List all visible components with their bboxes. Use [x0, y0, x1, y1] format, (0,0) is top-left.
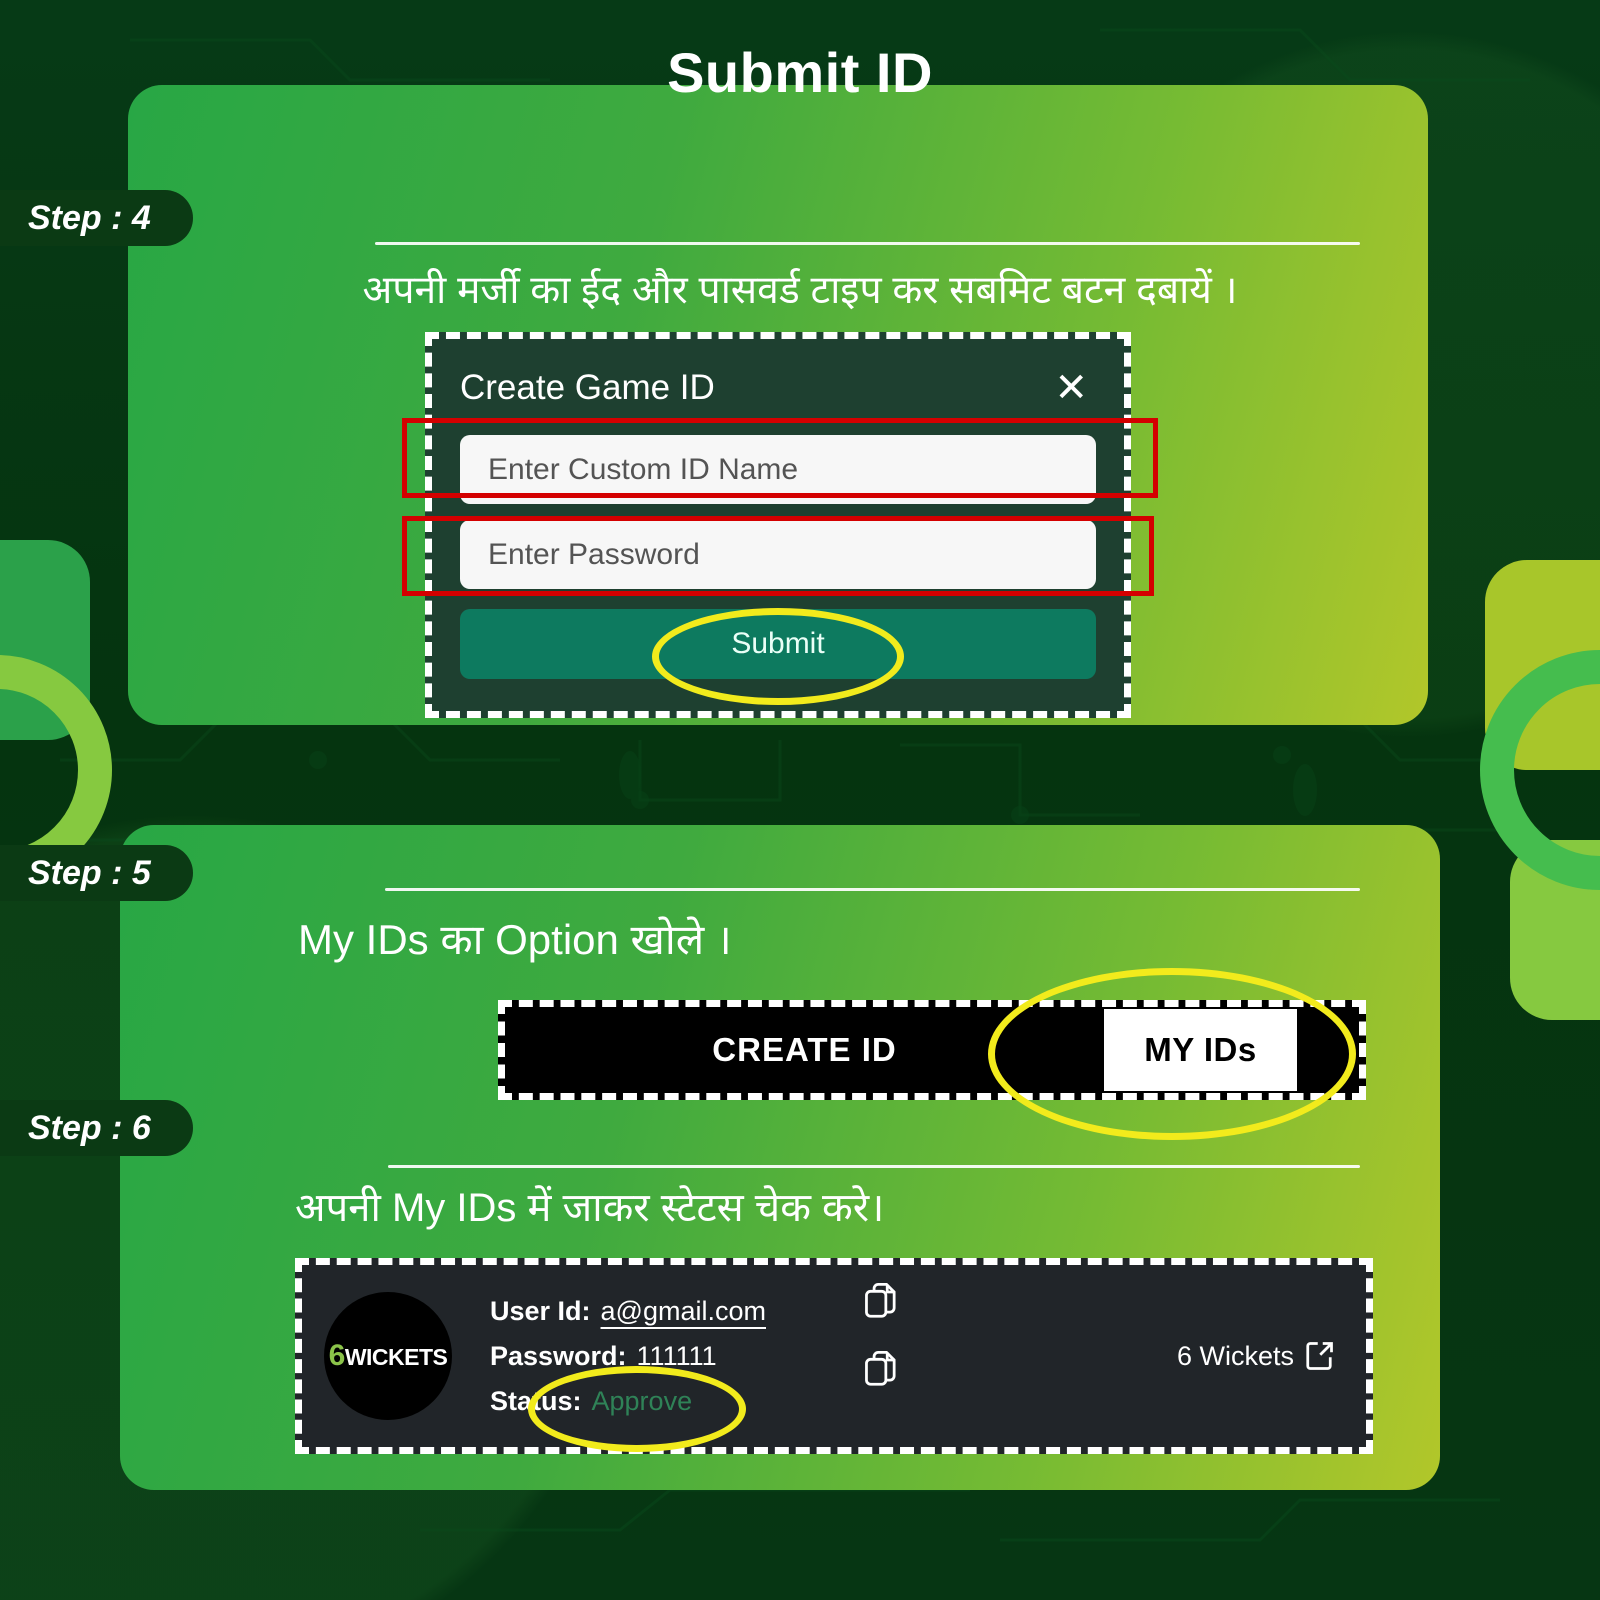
- tab-bar: CREATE ID MY IDs: [498, 1000, 1366, 1100]
- copy-user-id-icon[interactable]: [864, 1283, 898, 1319]
- step-badge-5: Step : 5: [0, 845, 193, 901]
- status-label: Status:: [490, 1385, 582, 1416]
- step-badge-6: Step : 6: [0, 1100, 193, 1156]
- page-title: Submit ID: [667, 41, 933, 104]
- dialog-title: Create Game ID: [460, 368, 715, 407]
- status-row: Status: Approve: [490, 1386, 820, 1417]
- create-game-id-dialog: Create Game ID ✕ Enter Custom ID Name En…: [425, 332, 1131, 718]
- my-id-card: 6WICKETS User Id: a@gmail.com Password: …: [295, 1258, 1373, 1454]
- custom-id-name-input[interactable]: Enter Custom ID Name: [460, 435, 1096, 504]
- logo-word: WICKETS: [344, 1344, 448, 1370]
- brand-label: 6 Wickets: [1176, 1340, 1294, 1371]
- external-link-icon[interactable]: [1304, 1341, 1334, 1371]
- password-input[interactable]: Enter Password: [460, 520, 1096, 589]
- logo-six: 6: [328, 1339, 346, 1372]
- logo-text: 6WICKETS: [329, 1339, 448, 1373]
- copy-password-icon[interactable]: [864, 1351, 898, 1387]
- step6-caption: अपनी My IDs में जाकर स्टेटस चेक करे।: [295, 1186, 885, 1230]
- user-id-value: a@gmail.com: [600, 1295, 766, 1326]
- submit-button[interactable]: Submit: [460, 609, 1096, 679]
- status-badge: Approve: [591, 1385, 693, 1416]
- password-label: Password:: [490, 1340, 627, 1371]
- step6-divider: [388, 1165, 1360, 1168]
- user-id-label: User Id:: [490, 1295, 591, 1326]
- user-id-row: User Id: a@gmail.com: [490, 1296, 820, 1327]
- step4-caption: अपनी मर्जी का ईद और पासवर्ड टाइप कर सबमि…: [362, 269, 1238, 312]
- tab-my-ids[interactable]: MY IDs: [1104, 1009, 1297, 1091]
- close-icon[interactable]: ✕: [1054, 366, 1088, 410]
- copy-button-column: [864, 1283, 898, 1429]
- six-wickets-logo: 6WICKETS: [324, 1292, 452, 1420]
- password-row: Password: 111111: [490, 1341, 820, 1372]
- card-field-list: User Id: a@gmail.com Password: 111111 St…: [490, 1296, 820, 1417]
- password-value: 111111: [636, 1340, 717, 1371]
- step5-divider: [385, 888, 1360, 891]
- step-badge-4: Step : 4: [0, 190, 193, 246]
- tab-create-id[interactable]: CREATE ID: [712, 1031, 897, 1068]
- dialog-header: Create Game ID ✕: [460, 357, 1096, 419]
- brand-link[interactable]: 6 Wickets: [1177, 1341, 1334, 1372]
- step5-caption: My IDs का Option खोले ।: [298, 916, 732, 963]
- step4-divider: [375, 242, 1360, 245]
